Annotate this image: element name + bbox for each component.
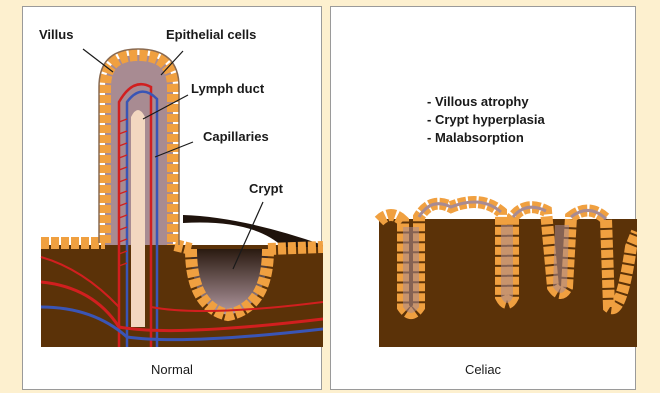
villus-label: Villus [39, 27, 73, 42]
finding-crypt-hyperplasia: - Crypt hyperplasia [427, 111, 545, 129]
celiac-findings-list: - Villous atrophy - Crypt hyperplasia - … [427, 93, 545, 147]
celiac-crypt-2 [501, 225, 513, 303]
celiac-caption: Celiac [331, 362, 635, 377]
celiac-panel: - Villous atrophy - Crypt hyperplasia - … [330, 6, 636, 390]
lymph-duct-shape [131, 110, 145, 327]
lymph-duct-label: Lymph duct [191, 81, 264, 96]
capillaries-label: Capillaries [203, 129, 269, 144]
epithelial-cells-label: Epithelial cells [166, 27, 256, 42]
normal-caption: Normal [23, 362, 321, 377]
celiac-crypt-1 [403, 227, 419, 313]
finding-malabsorption: - Malabsorption [427, 129, 545, 147]
celiac-crypt-3 [553, 225, 569, 293]
normal-panel: Villus Epithelial cells Lymph duct Capil… [22, 6, 322, 390]
celiac-mucosa-illustration [331, 7, 637, 391]
crypt-label: Crypt [249, 181, 283, 196]
normal-villus-illustration [23, 7, 323, 391]
finding-villous-atrophy: - Villous atrophy [427, 93, 545, 111]
